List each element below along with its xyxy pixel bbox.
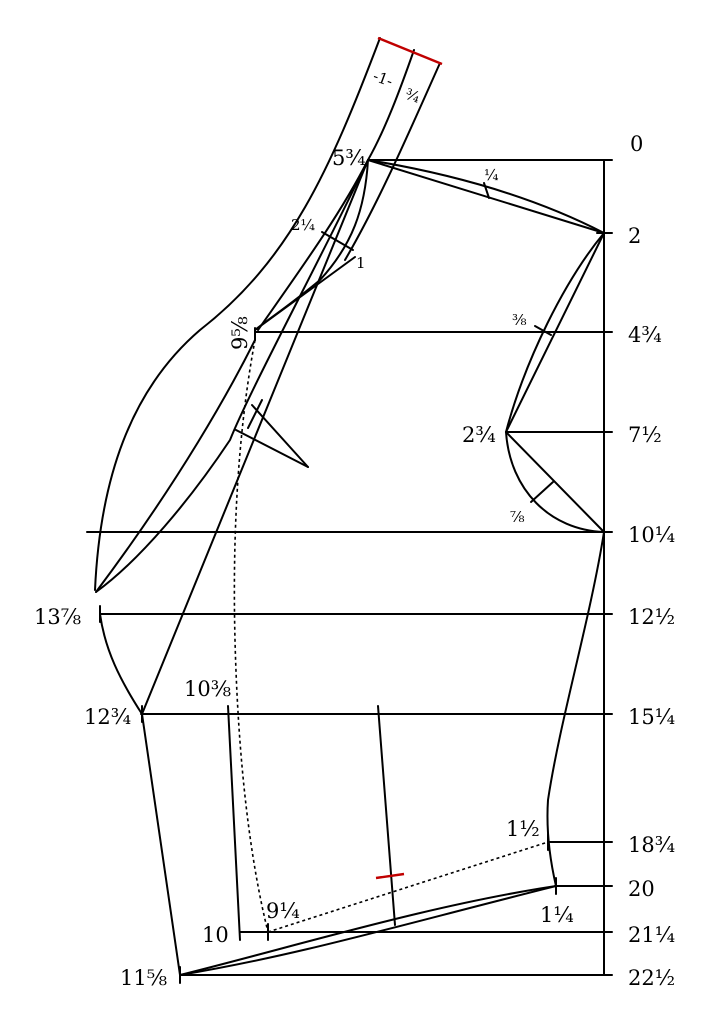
center-vertical-line [377,705,396,926]
label-9-1-4: 9¼ [266,899,300,923]
collar-label-1: -1- [371,67,396,91]
dotted-diagonal [267,841,549,933]
label-13-7-8: 13⅞ [34,605,81,629]
front-edges [95,159,369,715]
measure-tick-7-8 [530,481,554,503]
scale-label-10-1-4: 10¼ [628,523,675,547]
measure-label-1: 1 [356,254,366,272]
label-1-1-4: 1¼ [540,903,574,927]
measure-label-2-1-4: 2¼ [291,216,316,234]
dotted-lines [233,339,549,933]
collar-red-mark [377,36,443,66]
measure-label-7-8: ⅞ [510,508,525,526]
dotted-vertical-curve [233,339,269,933]
vertical-scale: 0 2 4¾ 7½ 10¼ 12½ 15¼ 18¾ 20 21¼ 22½ [86,132,675,990]
scale-label-0: 0 [630,132,643,156]
shoulder-curve [367,159,605,234]
scale-label-21-1-4: 21¼ [628,923,675,947]
label-12-3-4: 12¾ [84,705,131,729]
label-2-3-4: 2¾ [462,423,496,447]
armhole-lower-chord [505,431,605,533]
dart [235,399,309,468]
point-labels: 5¾ 9⅝ 2¾ 13⅞ 12¾ 10⅜ 10 9¼ 11⅝ 1½ 1¼ [34,146,574,990]
armhole-upper-curve [505,232,605,433]
front-curve-lower [99,613,143,715]
front-hem [99,605,557,984]
hem-curve-lower [179,885,557,976]
scale-label-20: 20 [628,877,655,901]
label-10-3-8: 10⅜ [184,677,231,701]
measure-tick-1-4 [483,182,490,199]
armhole [505,232,605,533]
shoulder-line [367,159,605,234]
scale-label-22-1-2: 22½ [628,966,675,990]
dart-leg-upper [251,404,309,468]
dart-tick [247,399,263,429]
scale-label-18-3-4: 18¾ [628,833,675,857]
front-edge-line [141,159,369,715]
measure-label-3-8: ⅜ [512,311,527,329]
scale-label-12-1-2: 12½ [628,605,675,629]
armhole-upper-chord [505,232,605,433]
dart-leg-lower [235,429,309,468]
line-10-3-8 [227,705,241,941]
inner-lines [227,705,549,941]
collar-band: -1- ¾ [94,36,443,591]
lapel-roll-line [95,159,369,593]
measure-tick-2-1-4 [321,231,354,251]
collar-label-3-4: ¾ [403,85,423,107]
measure-tick-3-8 [534,325,552,336]
side-seam [546,531,605,887]
neck-chord [254,256,356,331]
measure-label-1-4: ¼ [484,166,499,184]
label-1-1-2: 1½ [506,817,540,841]
neckline-curve [254,159,369,331]
armhole-lower-curve [505,431,605,533]
scale-label-7-1-2: 7½ [628,423,662,447]
label-10: 10 [202,923,229,947]
collar-mid-line [257,49,415,331]
hem-curve-upper [179,885,557,976]
measure-labels: ¼ 2¼ 1 ⅜ ⅞ [291,166,527,526]
center-red-mark [375,872,405,880]
front-lower-edge [141,713,181,976]
label-9-5-8: 9⅝ [228,316,252,350]
label-5-3-4: 5¾ [332,146,366,170]
lapel-inner-line [95,339,256,593]
label-11-5-8: 11⅝ [120,966,167,990]
scale-label-15-1-4: 15¼ [628,705,675,729]
scale-label-4-3-4: 4¾ [628,323,662,347]
scale-label-2: 2 [628,224,641,248]
collar-outer-edge [94,37,381,591]
